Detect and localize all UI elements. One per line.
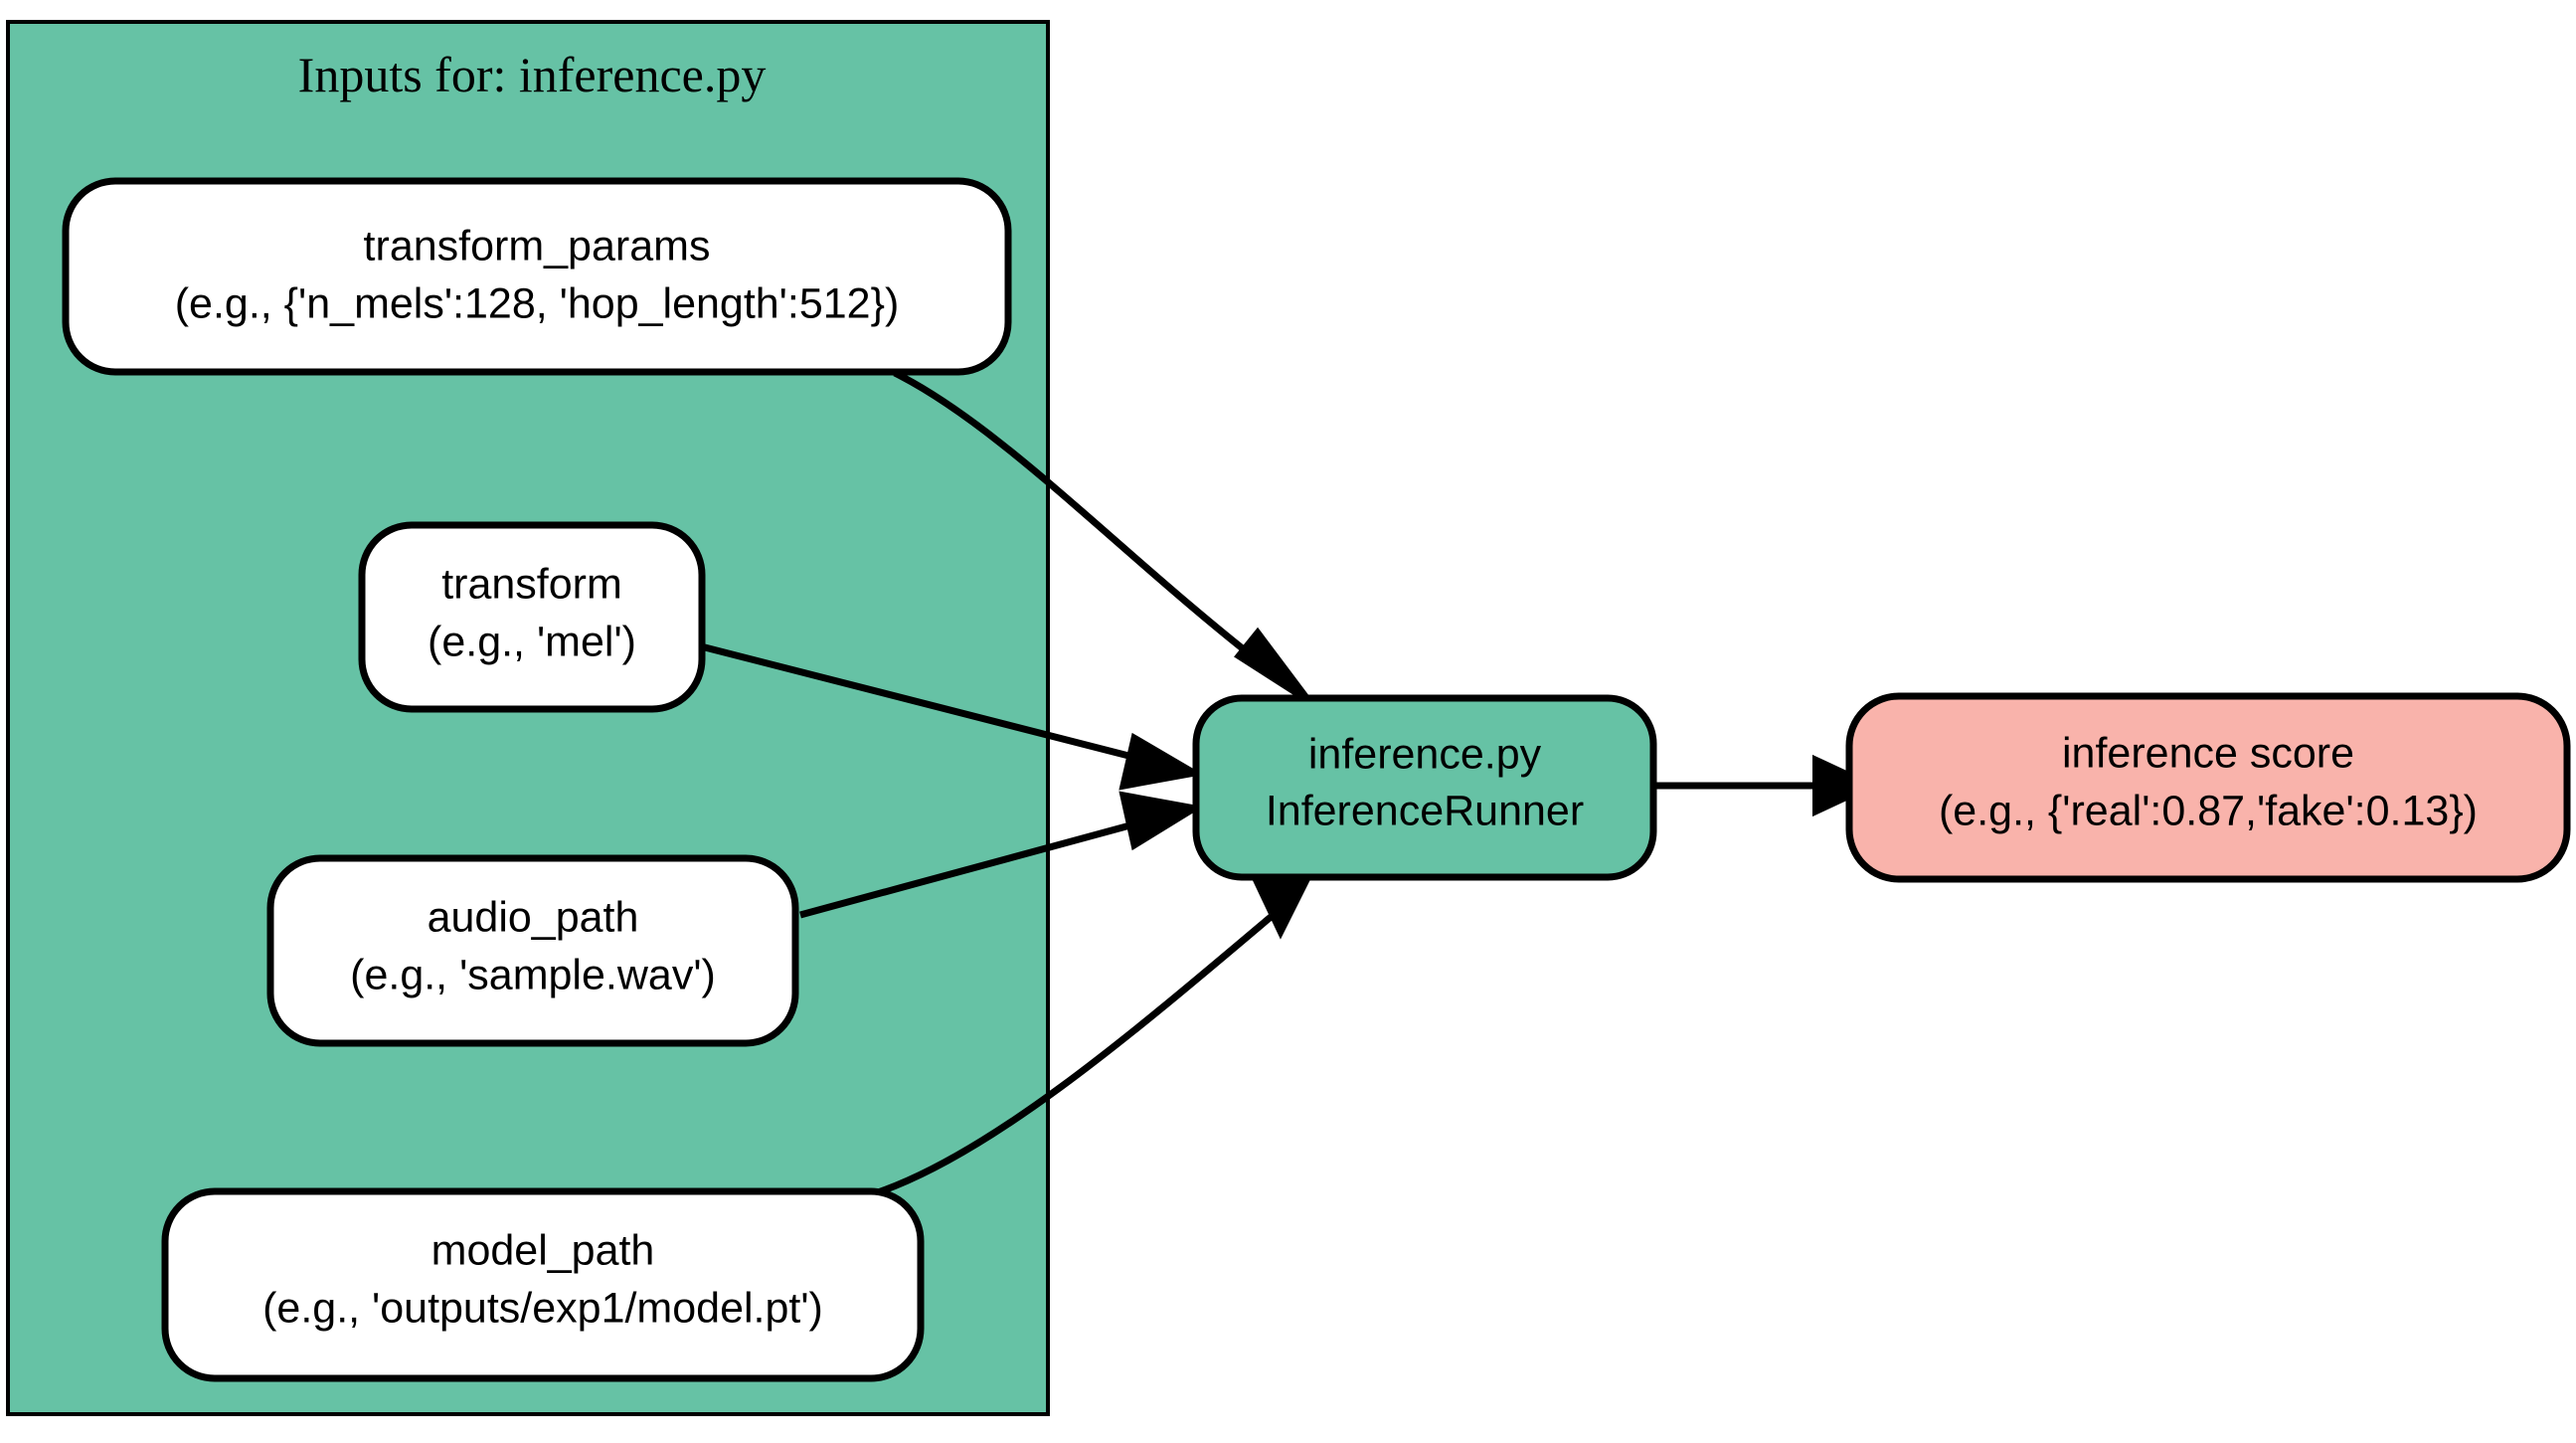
node-label-line1: inference score (2062, 729, 2354, 777)
node-label-line1: audio_path (428, 893, 639, 941)
edge-line (873, 904, 1286, 1197)
node-shape[interactable] (1845, 692, 2571, 883)
edge-line (799, 816, 1149, 919)
arrowhead-icon (1812, 754, 1879, 817)
node-shape[interactable] (1192, 694, 1657, 881)
edge-layer (700, 369, 1879, 1197)
edge-line (700, 642, 1149, 765)
node-label-line2: InferenceRunner (1266, 787, 1584, 834)
node-shape[interactable] (62, 177, 1012, 376)
node-inference-runner[interactable]: inference.py InferenceRunner (1192, 694, 1657, 881)
edge-line (893, 369, 1271, 671)
node-model-path[interactable]: model_path (e.g., 'outputs/exp1/model.pt… (161, 1187, 925, 1382)
node-audio-path[interactable]: audio_path (e.g., 'sample.wav') (266, 854, 799, 1047)
edge-transform-params-to-runner (893, 369, 1316, 708)
node-shape[interactable] (161, 1187, 925, 1382)
edge-transform-to-runner (700, 642, 1204, 791)
node-label-line2: (e.g., 'mel') (428, 618, 636, 665)
edge-runner-to-score (1652, 754, 1879, 817)
node-shape[interactable] (358, 521, 706, 713)
edge-audio-path-to-runner (799, 791, 1204, 919)
arrowhead-icon (1234, 627, 1316, 708)
arrowhead-icon (1118, 791, 1204, 851)
node-transform[interactable]: transform (e.g., 'mel') (358, 521, 706, 713)
node-label-line2: (e.g., {'real':0.87,'fake':0.13}) (1939, 787, 2478, 834)
node-shape[interactable] (266, 854, 799, 1047)
node-inference-score[interactable]: inference score (e.g., {'real':0.87,'fak… (1845, 692, 2571, 883)
node-label-line2: (e.g., {'n_mels':128, 'hop_length':512}) (175, 279, 900, 327)
node-label-line1: transform (441, 560, 622, 608)
cluster-title: Inputs for: inference.py (298, 47, 767, 102)
node-transform-params[interactable]: transform_params (e.g., {'n_mels':128, '… (62, 177, 1012, 376)
arrowhead-icon (1118, 732, 1204, 791)
node-label-line1: inference.py (1308, 730, 1542, 778)
node-label-line1: model_path (431, 1226, 655, 1274)
node-label-line2: (e.g., 'sample.wav') (350, 951, 716, 998)
node-label-line1: transform_params (364, 222, 711, 270)
node-label-line2: (e.g., 'outputs/exp1/model.pt') (262, 1284, 823, 1332)
